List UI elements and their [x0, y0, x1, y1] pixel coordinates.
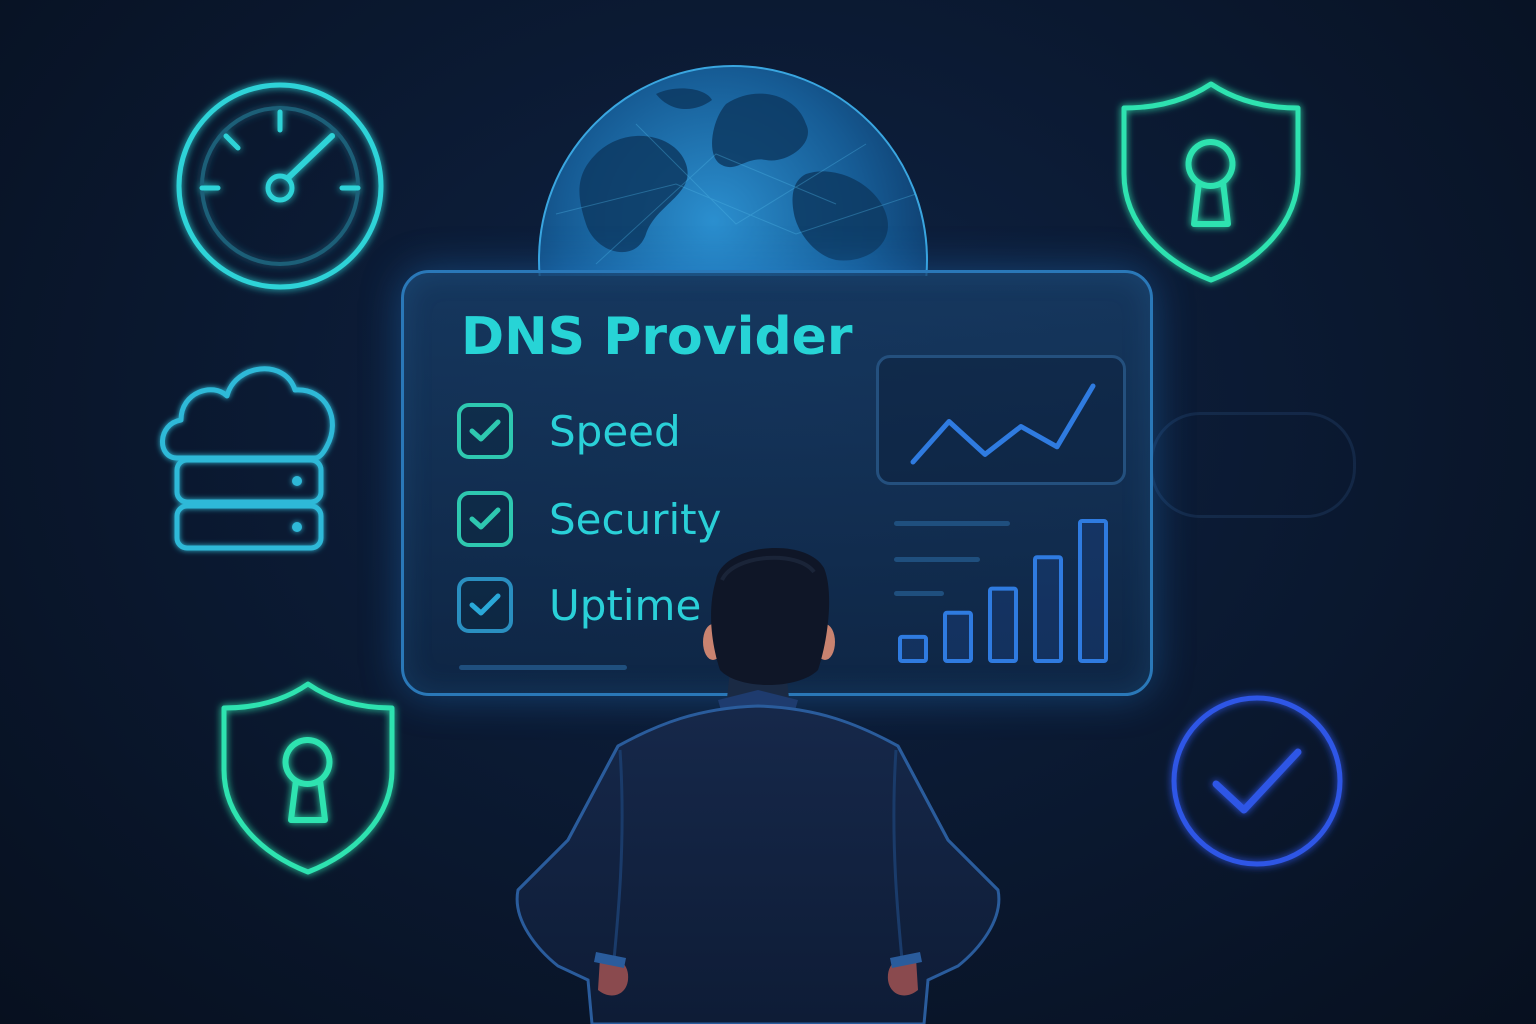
checklist-label: Speed — [549, 406, 681, 456]
check-circle-icon — [1171, 695, 1343, 867]
trend-line — [910, 383, 1096, 465]
checklist-item-speed: Speed — [457, 399, 681, 463]
bar-chart — [898, 519, 1108, 664]
checkbox-checked-icon — [457, 403, 513, 459]
checkbox-checked-icon — [457, 577, 513, 633]
placeholder-line — [894, 521, 1010, 526]
bar — [1033, 555, 1063, 664]
trend-line-chart — [910, 383, 1096, 465]
shield-lock-icon — [1121, 81, 1301, 283]
cloud-server-icon — [160, 366, 335, 551]
bar — [898, 634, 928, 664]
trend-chart-card — [876, 355, 1126, 485]
placeholder-line — [459, 665, 627, 670]
speedometer-icon — [176, 82, 384, 290]
checklist-label: Uptime — [549, 580, 702, 630]
decorative-pill — [1150, 412, 1356, 518]
placeholder-line — [894, 591, 944, 596]
placeholder-line — [894, 557, 980, 562]
person-figure — [515, 547, 1001, 1024]
globe-icon — [538, 65, 928, 276]
panel-title: DNS Provider — [461, 307, 853, 367]
bar — [943, 610, 973, 663]
checklist-label: Security — [549, 494, 722, 544]
checklist-item-security: Security — [457, 487, 721, 551]
shield-lock-icon — [221, 681, 395, 875]
bar — [988, 586, 1018, 663]
bar — [1078, 519, 1108, 663]
checkbox-checked-icon — [457, 491, 513, 547]
checklist-item-uptime: Uptime — [457, 573, 701, 637]
